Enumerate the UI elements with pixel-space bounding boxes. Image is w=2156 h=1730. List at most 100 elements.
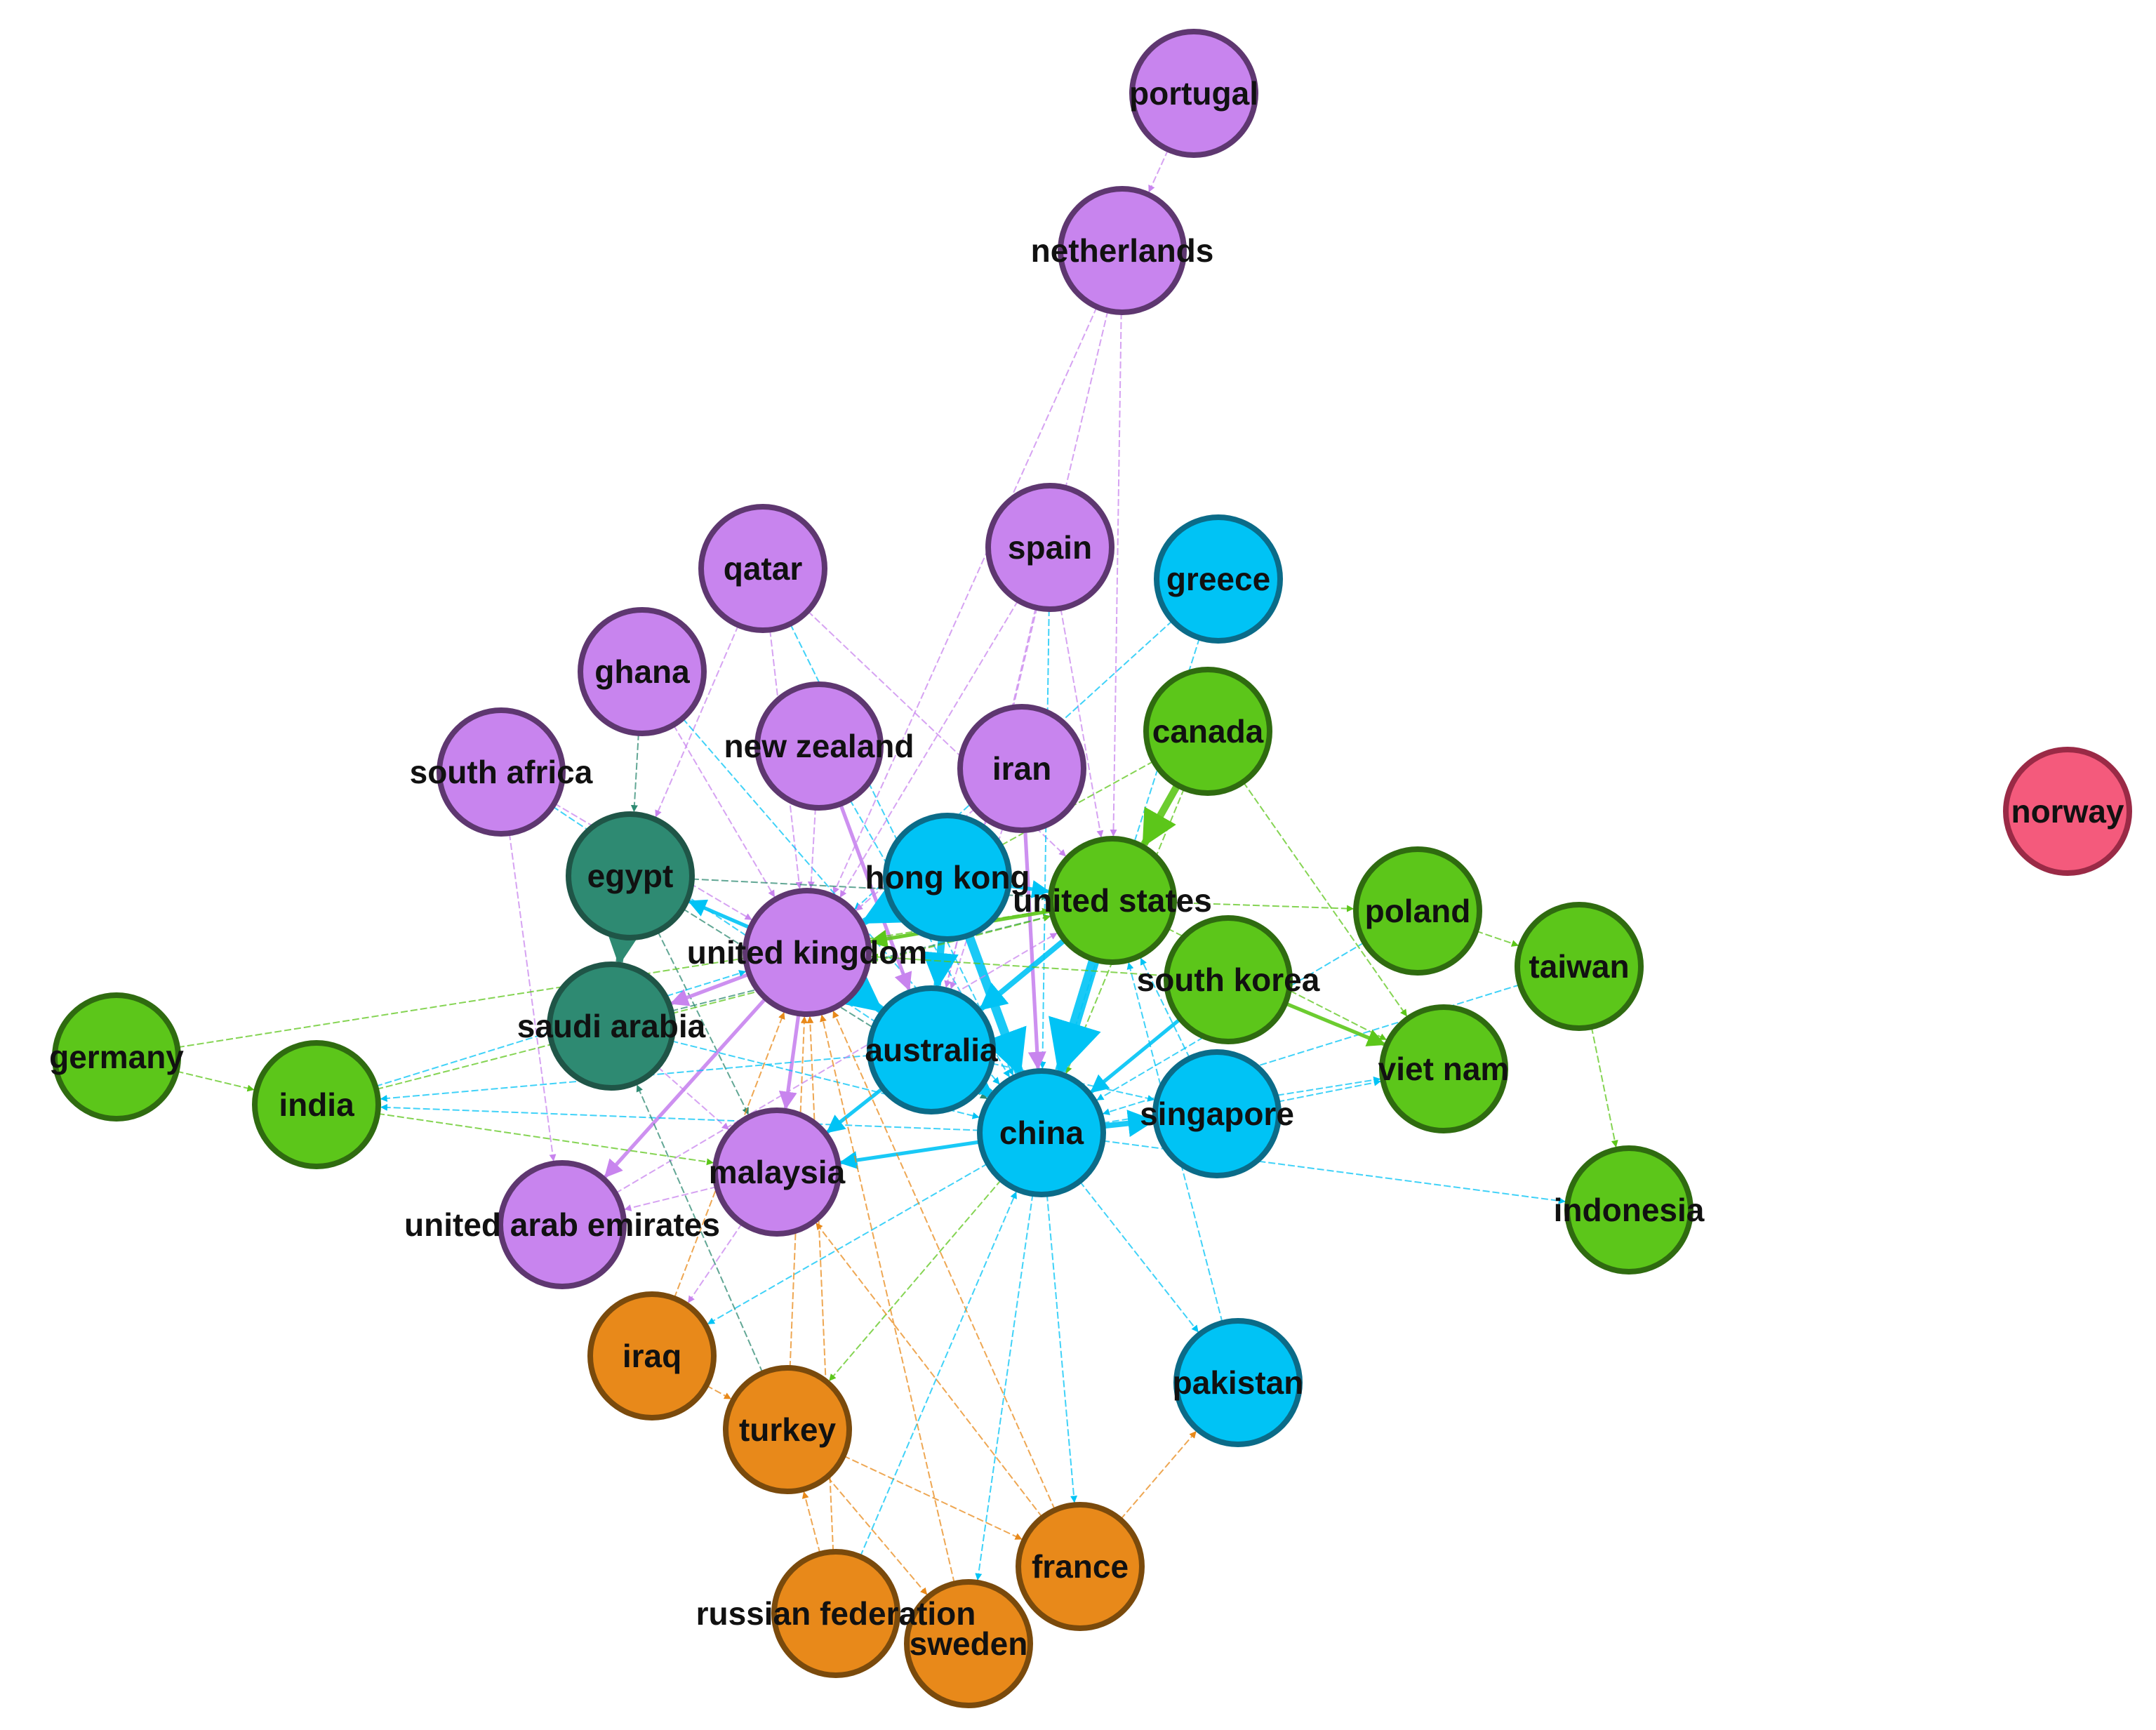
node-circle[interactable] [698,504,827,633]
node-circle[interactable] [547,962,676,1091]
node-australia[interactable] [867,985,996,1114]
node-hong-kong[interactable] [883,813,1012,942]
edge-germany-india [176,1070,255,1092]
edge-hong_kong-united_kingdom [860,890,902,926]
node-spain[interactable] [985,483,1114,612]
node-portugal[interactable] [1129,29,1258,158]
node-india[interactable] [252,1040,381,1169]
node-netherlands[interactable] [1058,186,1187,315]
node-viet-nam[interactable] [1379,1004,1508,1133]
node-saudi-arabia[interactable] [547,962,676,1091]
node-circle[interactable] [252,1040,381,1169]
edge-hong_kong-united_states [1008,880,1051,898]
edge-portugal-netherlands [1148,149,1169,193]
node-circle[interactable] [587,1291,717,1420]
node-singapore[interactable] [1152,1049,1282,1178]
node-circle[interactable] [712,1107,841,1237]
node-united-kingdom[interactable] [743,888,872,1017]
node-circle[interactable] [977,1068,1106,1197]
node-circle[interactable] [1173,1318,1303,1447]
node-taiwan[interactable] [1515,902,1644,1031]
node-label-saudi-arabia: saudi arabia [517,1008,706,1044]
node-label-australia: australia [865,1032,998,1068]
node-label-iran: iran [992,750,1051,787]
node-circle[interactable] [1152,1049,1282,1178]
node-new-zealand[interactable] [754,681,884,811]
node-circle[interactable] [1164,915,1293,1044]
node-circle[interactable] [498,1160,627,1289]
node-circle[interactable] [771,1549,900,1678]
edge-singapore-viet_nam [1277,1079,1381,1103]
node-china[interactable] [977,1068,1106,1197]
node-turkey[interactable] [723,1365,852,1494]
node-poland[interactable] [1353,846,1482,976]
node-circle[interactable] [1154,514,1283,644]
node-russian-federation[interactable] [771,1549,900,1678]
node-circle[interactable] [904,1579,1033,1708]
node-united-arab-emirates[interactable] [498,1160,627,1289]
node-iran[interactable] [957,704,1086,833]
edge-spain-united_kingdom [839,599,1019,898]
node-circle[interactable] [1353,846,1482,976]
edge-india-united_states [375,914,1051,1091]
node-circle[interactable] [1564,1145,1693,1275]
node-sweden[interactable] [904,1579,1033,1708]
node-label-china: china [999,1114,1084,1151]
node-indonesia[interactable] [1564,1145,1693,1275]
node-label-ghana: ghana [594,653,690,690]
edge-china-singapore [1103,1110,1156,1138]
node-circle[interactable] [1379,1004,1508,1133]
node-egypt[interactable] [566,811,695,940]
node-circle[interactable] [867,985,996,1114]
edge-france-united_kingdom [832,1011,1056,1510]
edge-south_korea-china [1090,1017,1182,1093]
node-circle[interactable] [578,607,707,736]
edge-south_africa-united_arab_emirates [508,833,557,1162]
edge-qatar-egypt [655,625,740,818]
node-norway[interactable] [2003,747,2132,876]
node-circle[interactable] [743,888,872,1017]
node-south-korea[interactable] [1164,915,1293,1044]
node-south-africa[interactable] [437,707,566,837]
edge-netherlands-united_states [1110,312,1122,837]
node-circle[interactable] [754,681,884,811]
edge-netherlands-australia [944,310,1109,988]
edge-australia-india [380,1054,870,1103]
node-united-states[interactable] [1048,836,1177,965]
node-malaysia[interactable] [712,1107,841,1237]
node-qatar[interactable] [698,504,827,633]
node-circle[interactable] [723,1365,852,1494]
edge-saudi_arabia-united_states [671,914,1051,1012]
node-pakistan[interactable] [1173,1318,1303,1447]
node-label-netherlands: netherlands [1031,232,1214,269]
node-canada[interactable] [1143,667,1272,796]
edge-united_kingdom-united_arab_emirates [604,997,768,1178]
node-label-united-kingdom: united kingdom [687,934,927,971]
node-circle[interactable] [566,811,695,940]
node-circle[interactable] [957,704,1086,833]
node-circle[interactable] [437,707,566,837]
node-circle[interactable] [1016,1502,1145,1631]
node-label-poland: poland [1365,893,1471,929]
node-label-hong-kong: hong kong [865,859,1030,896]
edge-egypt-saudi_arabia [605,927,642,966]
node-circle[interactable] [1058,186,1187,315]
node-circle[interactable] [2003,747,2132,876]
node-label-iraq: iraq [623,1338,681,1374]
node-iraq[interactable] [587,1291,717,1420]
node-label-turkey: turkey [739,1411,836,1448]
node-label-united-arab-emirates: united arab emirates [404,1206,720,1243]
node-circle[interactable] [1143,667,1272,796]
node-greece[interactable] [1154,514,1283,644]
node-label-canada: canada [1152,713,1264,750]
node-circle[interactable] [1048,836,1177,965]
node-ghana[interactable] [578,607,707,736]
node-circle[interactable] [1129,29,1258,158]
node-circle[interactable] [1515,902,1644,1031]
node-circle[interactable] [883,813,1012,942]
node-france[interactable] [1016,1502,1145,1631]
node-circle[interactable] [52,992,181,1122]
node-germany[interactable] [52,992,181,1122]
node-circle[interactable] [985,483,1114,612]
